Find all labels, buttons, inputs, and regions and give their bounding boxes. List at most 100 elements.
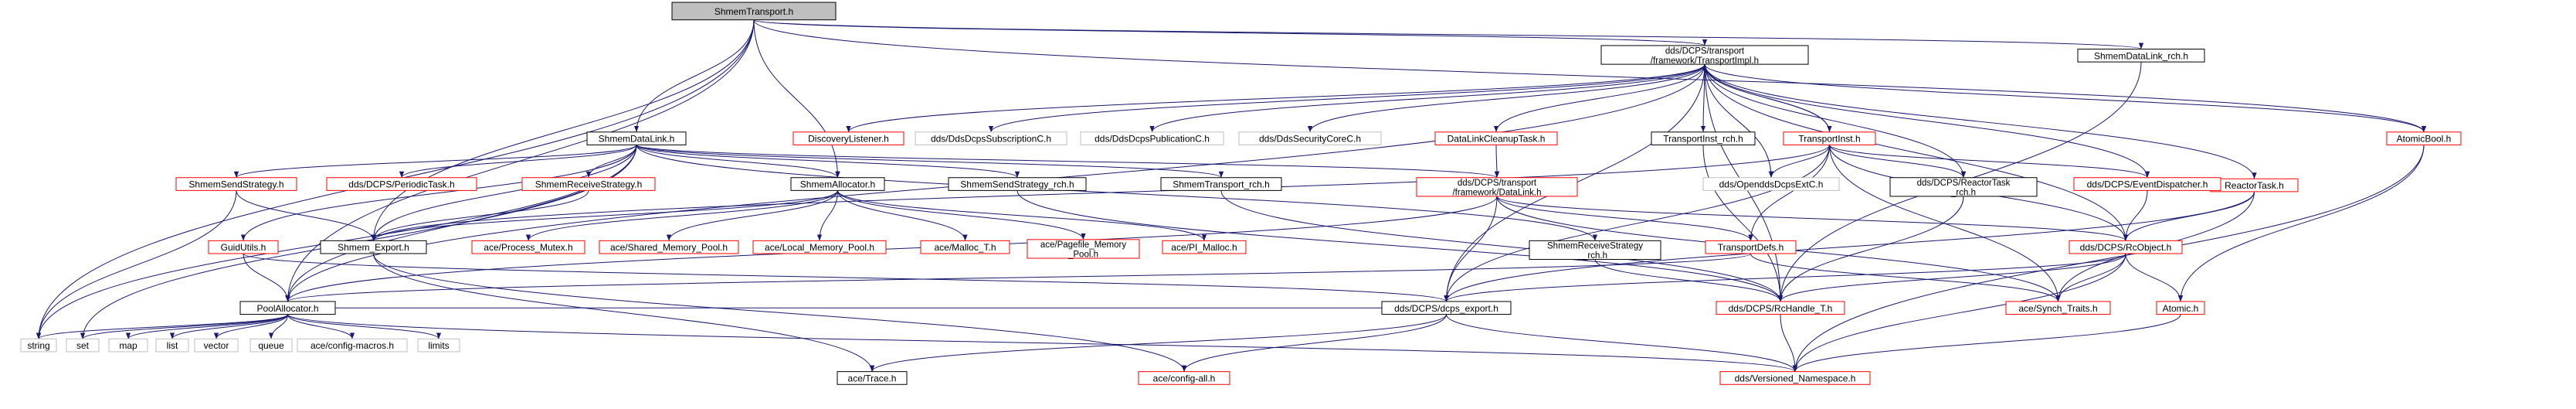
node-reactortask_rch[interactable]: dds/DCPS/ReactorTask_rch.h xyxy=(1889,177,2038,198)
node-guidutils[interactable]: GuidUtils.h xyxy=(208,240,279,254)
node-label-subC: dds/DdsDcpsSubscriptionC.h xyxy=(931,134,1051,145)
node-box-tinst xyxy=(1783,131,1876,145)
edge-atomic-to-versioned xyxy=(1792,314,2181,372)
edge-shmemdl-to-guidutils xyxy=(240,145,637,241)
node-box-map xyxy=(108,338,148,353)
node-synch[interactable]: ace/Synch_Traits.h xyxy=(2005,301,2111,315)
edge-rcobject-to-rchandle xyxy=(1777,253,2126,302)
node-transportdefs[interactable]: TransportDefs.h xyxy=(1705,240,1797,254)
edge-tinst-to-reactortask_rch xyxy=(1829,145,1967,178)
node-label-shmemdl: ShmemDataLink.h xyxy=(599,134,675,145)
edge-allocator-to-mutex xyxy=(525,190,838,241)
node-atomicbool[interactable]: AtomicBool.h xyxy=(2386,131,2462,145)
node-label-allocator: ShmemAllocator.h xyxy=(800,179,875,190)
node-sharedmem[interactable]: ace/Shared_Memory_Pool.h xyxy=(599,240,739,254)
node-set[interactable]: set xyxy=(66,338,100,353)
node-secC[interactable]: dds/DdsSecurityCoreC.h xyxy=(1238,131,1382,145)
node-map[interactable]: map xyxy=(108,338,148,353)
node-malloc[interactable]: ace/Malloc_T.h xyxy=(920,240,1010,254)
node-shmemdl[interactable]: ShmemDataLink.h xyxy=(586,131,687,145)
node-box-malloc xyxy=(920,240,1010,254)
node-tinst_rch[interactable]: TransportInst_rch.h xyxy=(1651,131,1756,145)
node-label-configmacros: ace/config-macros.h xyxy=(311,340,394,351)
node-box-poolalloc xyxy=(239,301,336,315)
node-box-shmemdl_rch xyxy=(2077,48,2205,63)
node-recvstrat_rch[interactable]: ShmemReceiveStrategy_rch.h xyxy=(1529,240,1661,261)
node-subC[interactable]: dds/DdsDcpsSubscriptionC.h xyxy=(915,131,1067,145)
edge-poolalloc-to-limits xyxy=(287,314,442,339)
node-periodic[interactable]: dds/DCPS/PeriodicTask.h xyxy=(326,177,477,191)
node-box-pubC xyxy=(1080,131,1224,145)
node-limits[interactable]: limits xyxy=(417,338,460,353)
edge-transportdefs-to-poolalloc xyxy=(285,253,1751,302)
nodes-layer: ShmemTransport.h dds/DCPS/transport/frame… xyxy=(20,2,2462,385)
edge-transportimpl-to-pubC xyxy=(1149,64,1705,132)
node-extc[interactable]: dds/OpenddsDcpsExtC.h xyxy=(1702,177,1840,191)
node-transportimpl[interactable]: dds/DCPS/transport/framework/TransportIm… xyxy=(1600,45,1809,66)
node-box-synch xyxy=(2005,301,2111,315)
node-localmem[interactable]: ace/Local_Memory_Pool.h xyxy=(752,240,887,254)
node-box-dlcleanup xyxy=(1434,131,1558,145)
node-reactortask[interactable]: ReactorTask.h xyxy=(2210,178,2299,193)
edge-allocator-to-malloc xyxy=(837,190,968,241)
node-label-map: map xyxy=(119,340,137,351)
edge-recvstrat_rch-to-rchandle xyxy=(1594,259,1784,302)
node-transport_rch[interactable]: ShmemTransport_rch.h xyxy=(1160,177,1282,191)
node-box-sharedmem xyxy=(599,240,739,254)
node-recvstrat[interactable]: ShmemReceiveStrategy.h xyxy=(521,177,656,191)
edge-tinst-to-dcps_export xyxy=(1444,145,1830,302)
node-shmemdl_rch[interactable]: ShmemDataLink_rch.h xyxy=(2077,48,2205,63)
edge-rcobject-to-versioned xyxy=(1792,253,2126,372)
edge-poolalloc-to-versioned xyxy=(287,314,1797,373)
node-label-tinst_rch: TransportInst_rch.h xyxy=(1663,134,1743,145)
node-eventdisp[interactable]: dds/DCPS/EventDispatcher.h xyxy=(2073,177,2221,191)
node-tinst[interactable]: TransportInst.h xyxy=(1783,131,1876,145)
edge-transportimpl-to-extc xyxy=(1704,64,1774,178)
node-sendstrat[interactable]: ShmemSendStrategy.h xyxy=(175,177,297,191)
node-label-list: list xyxy=(167,340,178,351)
node-root[interactable]: ShmemTransport.h xyxy=(671,2,837,21)
node-label-transportimpl-0: dds/DCPS/transport xyxy=(1665,46,1745,56)
edge-guidutils-to-dcps_export xyxy=(243,253,1449,302)
node-list[interactable]: list xyxy=(155,338,189,353)
edge-root-to-atomicbool xyxy=(753,19,2426,132)
edge-shmemdl-to-recvstrat_rch xyxy=(636,145,1598,241)
node-trace[interactable]: ace/Trace.h xyxy=(837,371,908,385)
node-rchandle[interactable]: dds/DCPS/RcHandle_T.h xyxy=(1716,301,1845,315)
node-box-configmacros xyxy=(297,338,408,353)
node-sendstrat_rch[interactable]: ShmemSendStrategy_rch.h xyxy=(948,177,1087,191)
node-versioned[interactable]: dds/Versioned_Namespace.h xyxy=(1719,371,1871,385)
node-box-recvstrat_rch xyxy=(1529,240,1661,261)
node-shmem_export[interactable]: Shmem_Export.h xyxy=(320,240,427,254)
node-rcobject[interactable]: dds/DCPS/RcObject.h xyxy=(2069,240,2183,254)
edge-atomicbool-to-versioned xyxy=(1792,145,2425,372)
node-mutex[interactable]: ace/Process_Mutex.h xyxy=(471,240,585,254)
node-box-pagefile xyxy=(1027,239,1140,259)
node-datalink[interactable]: dds/DCPS/transport/framework/DataLink.h xyxy=(1416,177,1578,198)
edge-poolalloc-to-vector xyxy=(213,314,288,339)
node-atomic[interactable]: Atomic.h xyxy=(2156,301,2205,315)
node-vector[interactable]: vector xyxy=(194,338,239,353)
edge-transport_rch-to-rchandle xyxy=(1220,190,1784,302)
node-poolalloc[interactable]: PoolAllocator.h xyxy=(239,301,336,315)
node-string[interactable]: string xyxy=(20,338,57,353)
edge-tinst-to-eventdisp xyxy=(1829,144,2150,179)
edge-recvstrat-to-shmem_export xyxy=(371,190,589,241)
node-dlcleanup[interactable]: DataLinkCleanupTask.h xyxy=(1434,131,1558,145)
edge-allocator-to-pimalloc xyxy=(837,190,1207,241)
node-label-configall: ace/config-all.h xyxy=(1153,373,1216,383)
node-box-shmemdl xyxy=(586,131,687,145)
edge-poolalloc-to-queue xyxy=(268,314,288,339)
node-pimalloc[interactable]: ace/PI_Malloc.h xyxy=(1162,240,1247,254)
node-pubC[interactable]: dds/DdsDcpsPublicationC.h xyxy=(1080,131,1224,145)
node-configmacros[interactable]: ace/config-macros.h xyxy=(297,338,408,353)
node-box-transport_rch xyxy=(1160,177,1282,191)
node-dcps_export[interactable]: dds/DCPS/dcps_export.h xyxy=(1381,301,1512,315)
node-box-limits xyxy=(417,338,460,353)
edge-poolalloc-to-set xyxy=(80,314,288,339)
node-pagefile[interactable]: ace/Pagefile_Memory_Pool.h xyxy=(1027,239,1140,260)
node-discovery[interactable]: DiscoveryListener.h xyxy=(792,131,904,145)
node-allocator[interactable]: ShmemAllocator.h xyxy=(790,177,885,191)
node-queue[interactable]: queue xyxy=(249,338,293,353)
node-configall[interactable]: ace/config-all.h xyxy=(1138,371,1230,385)
